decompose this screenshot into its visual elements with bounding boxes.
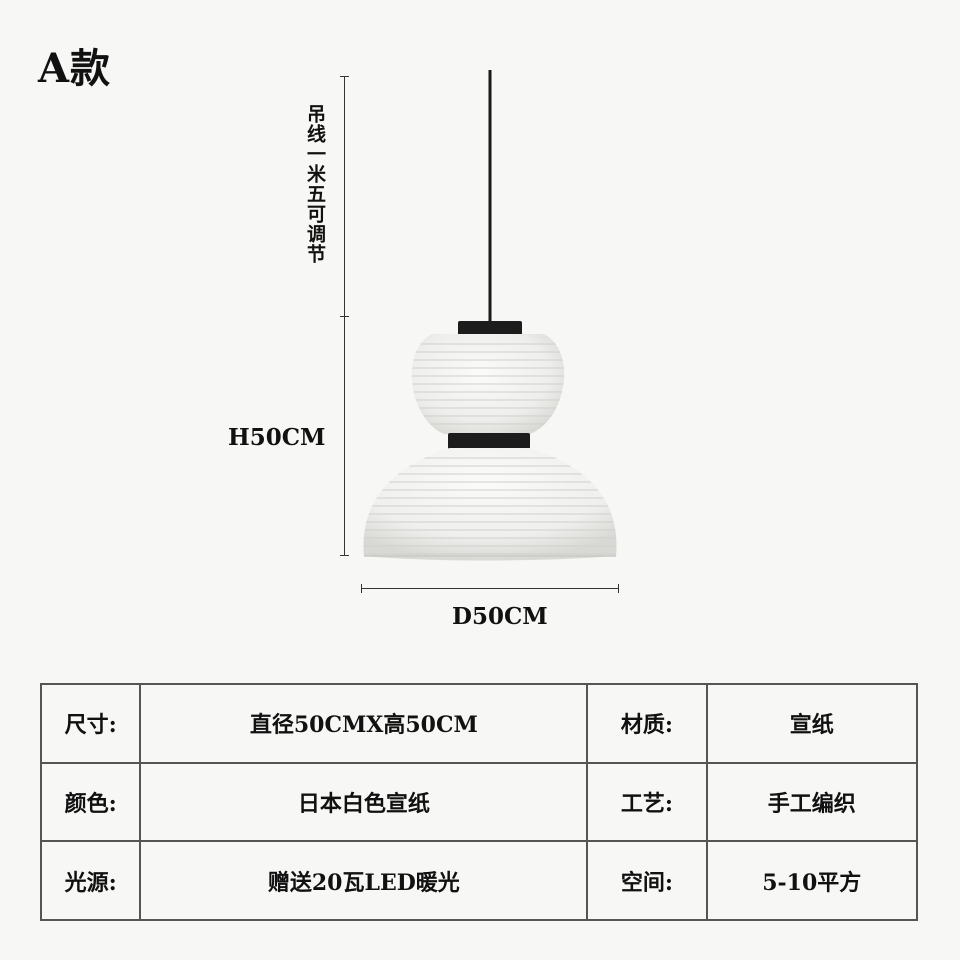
spec-label: 颜色: [39, 761, 142, 843]
spec-value: 5-10平方 [705, 840, 919, 921]
spec-value: 直径50CMX高50CM [139, 683, 589, 764]
table-row: 颜色: 日本白色宣纸 工艺: 手工编织 [39, 761, 919, 843]
spec-table: 尺寸: 直径50CMX高50CM 材质: 宣纸 颜色: 日本白色宣纸 工艺: 手… [39, 683, 919, 921]
spec-value: 日本白色宣纸 [139, 761, 589, 843]
diameter-dimension-line [361, 588, 619, 589]
diameter-label: D50CM [452, 603, 548, 630]
spec-label: 空间: [586, 840, 708, 921]
dimension-tick-middle [340, 316, 349, 317]
lower-dome [363, 448, 617, 561]
spec-value: 宣纸 [705, 683, 919, 764]
spec-value: 手工编织 [705, 761, 919, 843]
dimension-tick-right [618, 584, 619, 593]
table-row: 光源: 赠送20瓦LED暖光 空间: 5-10平方 [39, 840, 919, 921]
dimension-tick-top [340, 76, 349, 77]
middle-ring [448, 433, 530, 449]
spec-value: 赠送20瓦LED暖光 [139, 840, 589, 921]
spec-label: 尺寸: [39, 683, 142, 764]
top-cap [458, 321, 522, 336]
upper-globe-ribs [411, 343, 565, 425]
spec-label: 工艺: [586, 761, 708, 843]
table-row: 尺寸: 直径50CMX高50CM 材质: 宣纸 [39, 683, 919, 764]
spec-label: 材质: [586, 683, 708, 764]
dimension-tick-bottom [340, 555, 349, 556]
lower-dome-ribs [363, 457, 617, 555]
paper-lantern-pendant-lamp [363, 70, 617, 561]
height-label: H50CM [228, 424, 326, 451]
spec-label: 光源: [39, 840, 142, 921]
dimension-tick-left [361, 584, 362, 593]
product-variant-title: A款 [38, 45, 112, 92]
cord-length-label: 吊线一米五可调节 [304, 104, 326, 264]
